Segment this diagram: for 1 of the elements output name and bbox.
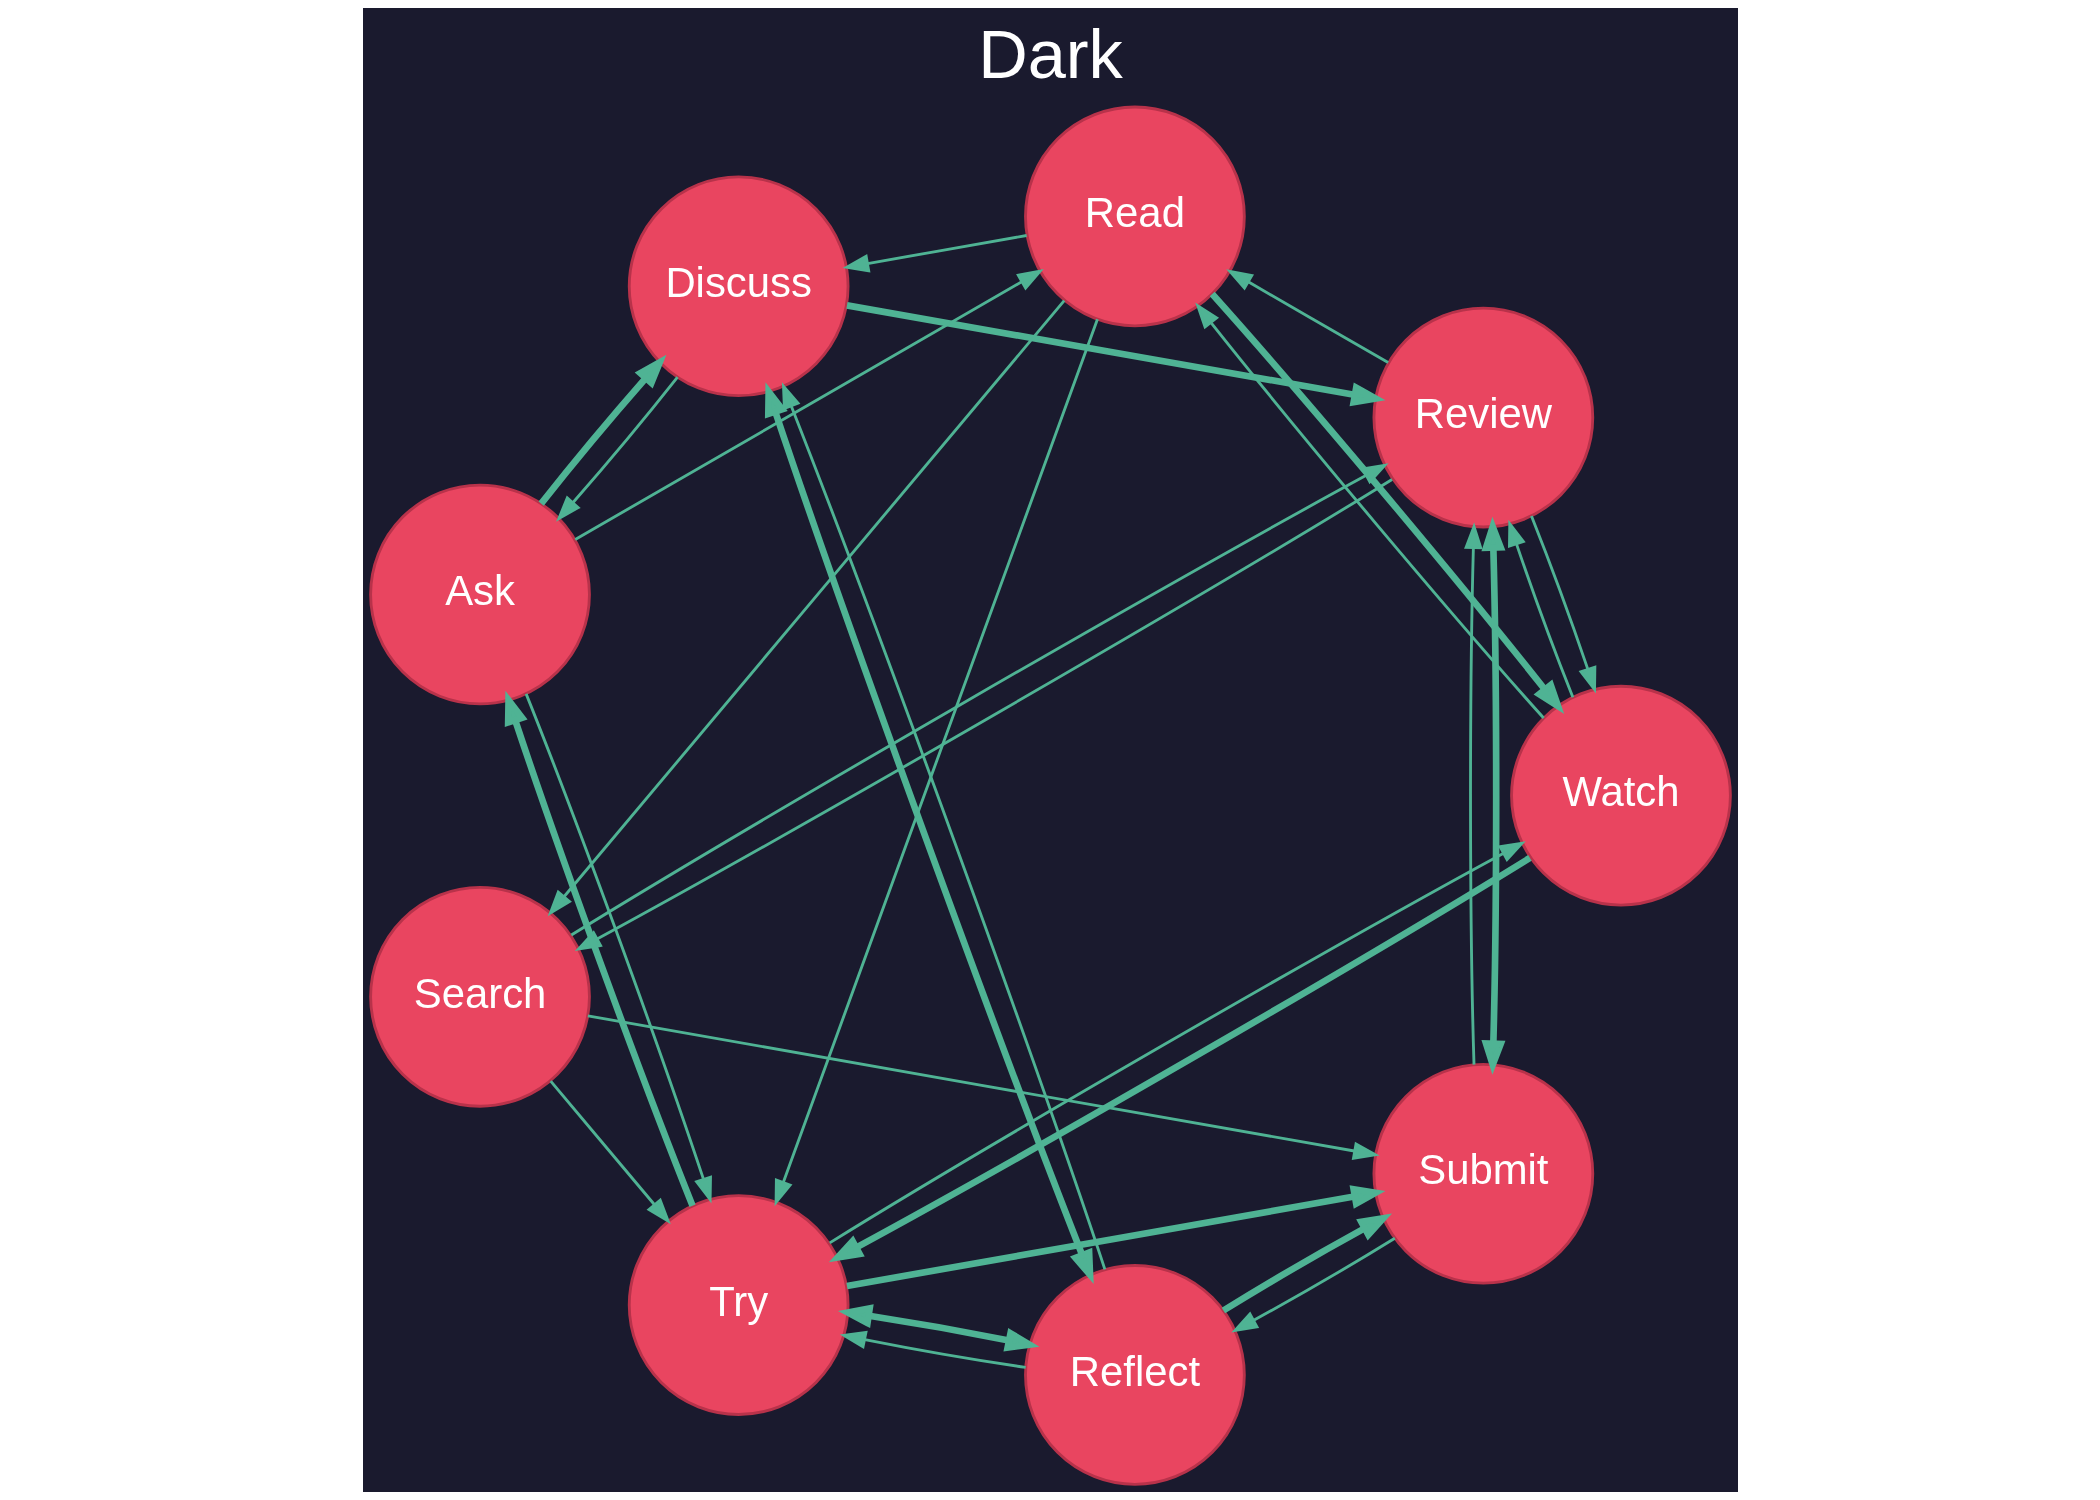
diagram-title: Dark (977, 16, 1123, 94)
